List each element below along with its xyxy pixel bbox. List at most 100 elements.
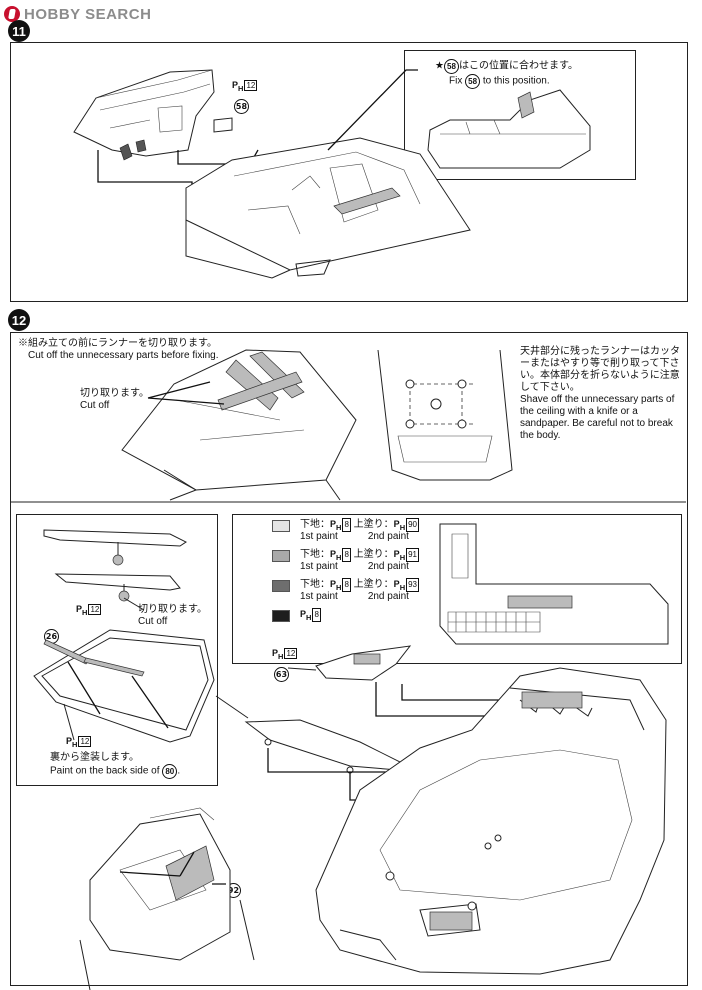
ph-code: 12 — [284, 648, 298, 659]
part-63-label: 63 — [274, 662, 289, 682]
ph-prefix: P — [393, 579, 400, 589]
runner-gate-5 — [430, 398, 442, 410]
chassis-body — [185, 137, 471, 271]
wiper-blade-2 — [54, 573, 181, 591]
top-code: 91 — [406, 548, 420, 562]
windshield-connector — [215, 695, 249, 719]
ph-prefix: P — [330, 549, 337, 559]
ph-prefix: P — [66, 736, 73, 746]
windshield-cut-en: Cut off — [138, 616, 168, 627]
car-body-tub — [315, 667, 667, 975]
wiper-runner-1 — [112, 554, 124, 566]
windshield-paint-leader — [63, 703, 75, 741]
wiper-runner-2 — [118, 590, 130, 602]
ph-prefix: P — [300, 609, 307, 619]
ph-code: 12 — [244, 80, 258, 91]
site-logo[interactable]: HOBBY SEARCH — [4, 4, 151, 24]
runner-note-en: Cut off the unnecessary parts before fix… — [28, 350, 219, 361]
ph-prefix: P — [272, 648, 279, 658]
decal-sheet-shape — [439, 523, 669, 645]
paint-swatch — [272, 580, 290, 592]
logo-text: HOBBY SEARCH — [24, 5, 152, 23]
car-tub-lights — [521, 691, 583, 709]
runner-gate-2 — [457, 379, 467, 389]
ph-sub: H — [399, 522, 406, 532]
chassis-interior — [233, 151, 421, 235]
step-12-number: 12 — [11, 312, 27, 328]
base-label: 下地： — [300, 549, 330, 560]
part-92-arrows — [119, 851, 226, 885]
callout-part-shape — [427, 89, 591, 169]
runner-gate-4 — [457, 419, 467, 429]
base-label: 下地： — [300, 519, 330, 530]
roof-detail — [175, 399, 305, 441]
runner-gate-3 — [405, 419, 415, 429]
ph-sub: H — [278, 651, 284, 661]
ph-prefix: P — [330, 579, 337, 589]
callout-leader — [327, 69, 418, 151]
ph-sub: H — [72, 739, 78, 749]
callout-en: Fix 58 to this position. — [449, 74, 550, 89]
roof-runner-2 — [217, 371, 303, 411]
paint-legend-row: PH8 PH — [272, 608, 432, 636]
back-note-en-prefix: Paint on the back side of — [50, 765, 160, 777]
top-label: 上塗り： — [353, 579, 394, 590]
ph-prefix: P — [393, 549, 400, 559]
ph-prefix: P — [330, 519, 337, 529]
ph-prefix: P — [76, 604, 83, 614]
windshield-cut-note: 切り取ります。 Cut off — [138, 604, 207, 628]
car-roof-lines — [163, 469, 341, 501]
hobbysearch-logo-icon — [4, 6, 20, 22]
ph-prefix: P — [393, 519, 400, 529]
chassis-wheel — [295, 259, 331, 277]
back-note-en-suffix: . — [177, 765, 181, 777]
callout-part-58-shape — [517, 91, 535, 119]
seat-frame-edges — [79, 899, 255, 990]
seat-frame-detail — [119, 807, 215, 911]
dashboard-detail — [95, 69, 213, 133]
car-tub-rear — [509, 687, 645, 731]
callout-part-58-ja: 58 — [443, 59, 459, 74]
top-code: 90 — [406, 518, 420, 532]
top-label: 上塗り： — [353, 549, 394, 560]
first-paint: 1st paint — [300, 531, 338, 542]
chassis-side — [185, 220, 291, 279]
roof-window — [397, 435, 493, 463]
paint-line-1: PH8 PH — [300, 608, 321, 624]
callout-en-prefix: Fix — [449, 75, 463, 87]
roof-topview — [377, 349, 513, 481]
paint-line-2: 1st paint 2nd paint — [300, 591, 409, 603]
callout-part-58-en: 58 — [465, 74, 481, 89]
car-tub-floor — [379, 749, 633, 901]
car-tub-hole-4 — [494, 834, 502, 842]
runner-note-ja: ※組み立ての前にランナーを切り取ります。 — [18, 338, 217, 349]
second-paint: 2nd paint — [367, 591, 409, 602]
top-label: 上塗り： — [353, 519, 394, 530]
ph-sub: H — [238, 83, 244, 93]
paint-swatch — [272, 520, 290, 532]
first-paint: 1st paint — [300, 591, 338, 602]
cut-note-ja: 切り取ります。 — [80, 388, 149, 399]
callout-detail — [440, 119, 586, 135]
windshield-back-note: 裏から塗装します。 Paint on the back side of 80. — [50, 752, 180, 779]
base-code: 8 — [342, 548, 351, 562]
car-tub-hole-1 — [385, 871, 395, 881]
ceiling-note-ja: 天井部分に残ったランナーはカッターまたはやすり等で削り取って下さい。本体部分を折… — [520, 346, 680, 393]
ceiling-note: 天井部分に残ったランナーはカッターまたはやすり等で削り取って下さい。本体部分を折… — [520, 346, 680, 442]
dashboard-vents — [119, 139, 147, 161]
